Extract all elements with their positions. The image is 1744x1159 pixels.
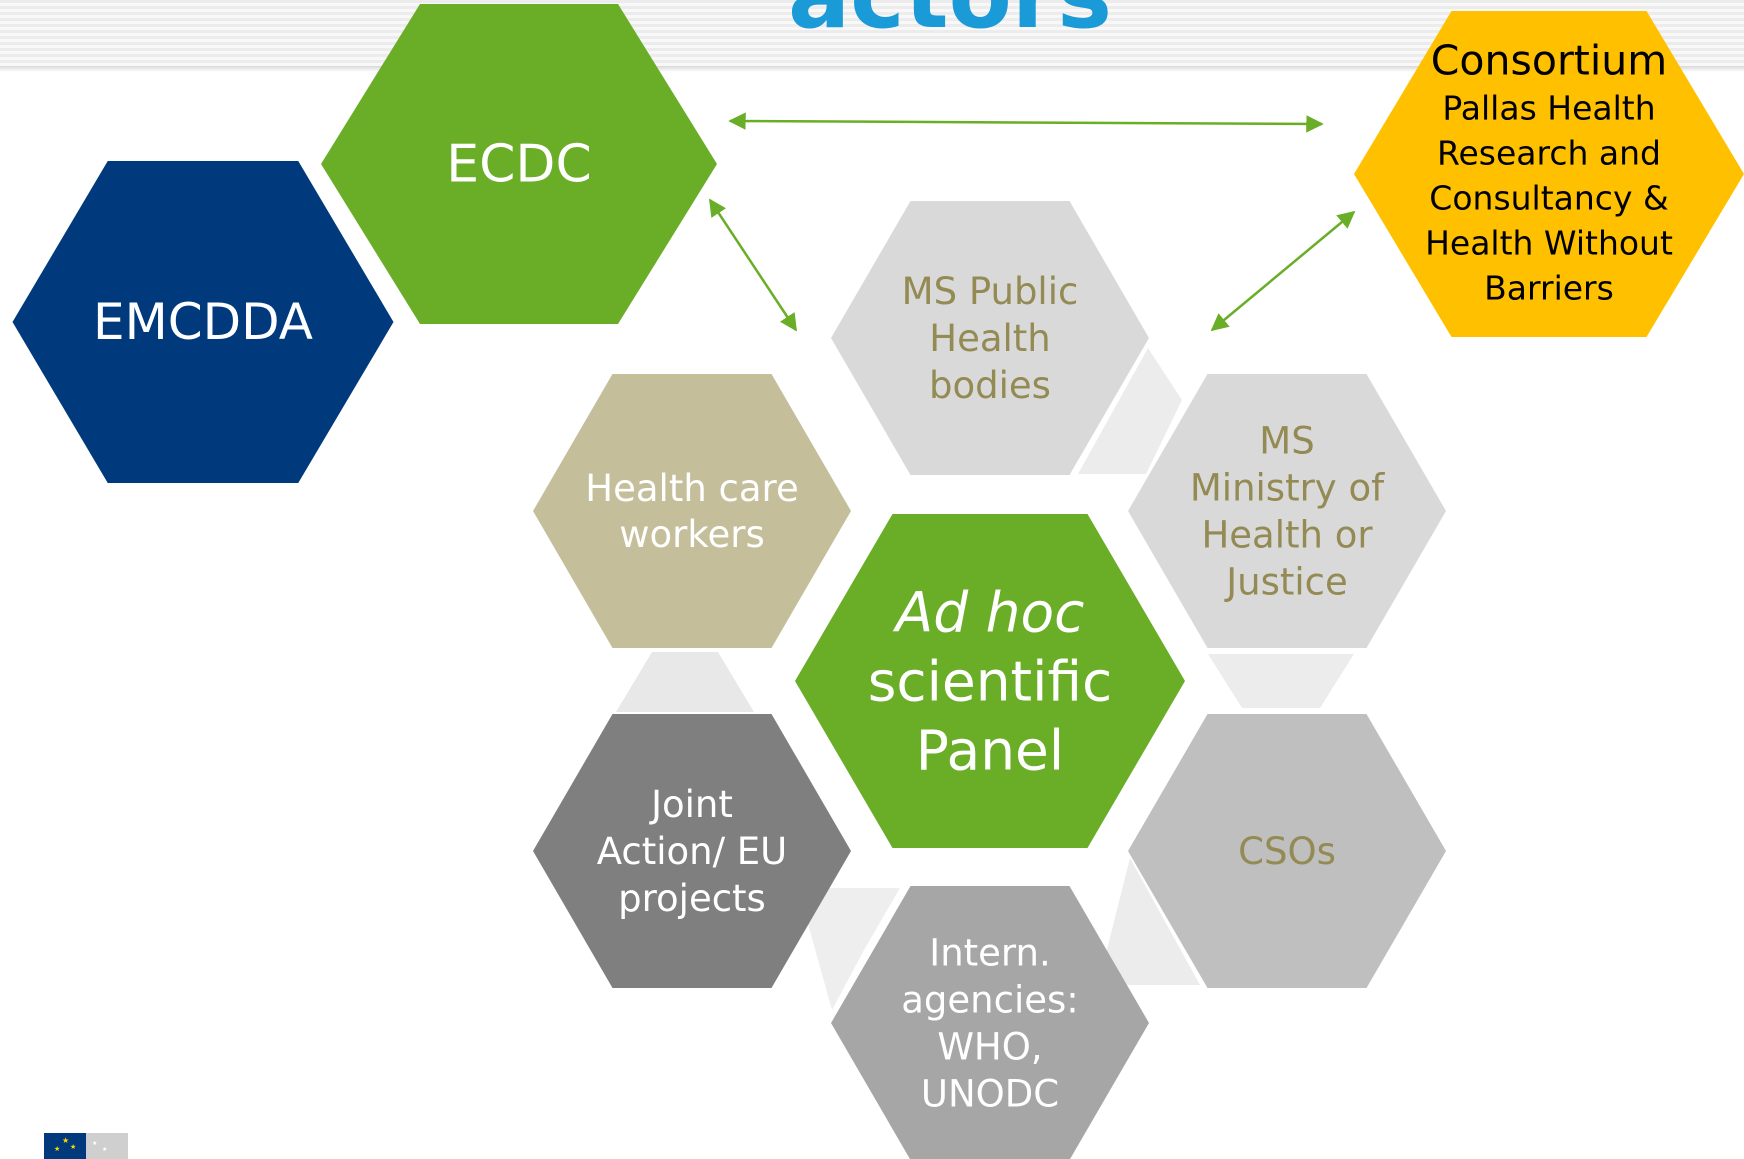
- hex-label-line: scientific: [868, 649, 1113, 713]
- svg-text:★: ★: [92, 1140, 97, 1147]
- hex-label-line: Barriers: [1484, 269, 1614, 308]
- hex-label-line: Health Without: [1425, 224, 1673, 263]
- slide-title: actors: [700, 0, 1200, 49]
- svg-text:★: ★: [62, 1136, 69, 1145]
- hex-shape-ms-public-health: [831, 201, 1149, 475]
- hex-label-line: MS: [1259, 420, 1314, 463]
- hex-label-line: WHO,: [937, 1026, 1042, 1069]
- hex-label-line: Joint: [649, 783, 733, 826]
- hex-emcdda: EMCDDA: [12, 161, 394, 483]
- hex-shape-health-care-workers: [533, 374, 851, 648]
- svg-text:★: ★: [102, 1146, 107, 1153]
- hex-label-line: workers: [619, 513, 764, 556]
- hex-label-line: bodies: [929, 364, 1051, 407]
- hex-shape-intern-agencies: [831, 886, 1149, 1159]
- hex-label-line: Pallas Health: [1442, 89, 1655, 128]
- hex-label-line: Consultancy &: [1429, 179, 1668, 218]
- svg-text:★: ★: [54, 1145, 60, 1153]
- arrow-ecdc-ms-public-health: [708, 198, 798, 332]
- hex-label-line: ECDC: [446, 134, 592, 194]
- svg-text:★: ★: [70, 1143, 76, 1151]
- hex-shape-ecdc: [321, 4, 717, 324]
- hex-shape-ms-ministry: [1128, 374, 1446, 648]
- hex-label-line: Research and: [1437, 134, 1661, 173]
- hex-label-line: Action/ EU: [597, 830, 788, 873]
- hex-shape-ad-hoc-panel: [795, 514, 1185, 848]
- connector-wedges: [616, 348, 1354, 1010]
- connector-wedge: [1098, 858, 1200, 985]
- hex-label-line: Health: [929, 317, 1051, 360]
- connector-arrows: [708, 112, 1356, 332]
- hex-label-line: Health care: [585, 467, 798, 510]
- hex-shape-emcdda: [12, 161, 394, 483]
- hex-label-line: agencies:: [901, 979, 1079, 1022]
- connector-wedge: [1208, 654, 1354, 708]
- hex-label-line: MS Public: [902, 270, 1079, 313]
- hex-ecdc: ECDC: [321, 4, 717, 324]
- hex-heading: Consortium: [1431, 36, 1667, 84]
- arrow-ecdc-consortium: [728, 112, 1324, 133]
- connector-wedge: [616, 652, 754, 712]
- hex-shape-consortium: [1354, 11, 1744, 337]
- arrow-consortium-ms-ministry: [1210, 210, 1356, 332]
- hex-intern-agencies: Intern.agencies:WHO,UNODC: [831, 886, 1149, 1159]
- header-divider: [0, 66, 1744, 72]
- hex-label-line: EMCDDA: [93, 293, 313, 351]
- hex-label-line: projects: [618, 877, 766, 920]
- hex-shape-joint-action: [533, 714, 851, 988]
- eu-flag-logo: ★ ★ ★ ★ ★: [44, 1133, 128, 1159]
- connector-wedge: [798, 888, 900, 1010]
- hex-label-line: CSOs: [1238, 830, 1336, 873]
- hex-label-line: Intern.: [929, 932, 1050, 975]
- hex-shape-csos: [1128, 714, 1446, 988]
- hex-label-line: UNODC: [921, 1073, 1059, 1116]
- hex-label-line: Ad hoc: [893, 580, 1085, 644]
- hex-label-line: Ministry of: [1190, 467, 1385, 510]
- hex-label-line: Justice: [1224, 561, 1348, 604]
- hex-csos: CSOs: [1128, 714, 1446, 988]
- connector-wedge: [1078, 348, 1182, 474]
- hex-label-line: Panel: [916, 718, 1064, 782]
- hex-label-line: Health or: [1201, 514, 1373, 557]
